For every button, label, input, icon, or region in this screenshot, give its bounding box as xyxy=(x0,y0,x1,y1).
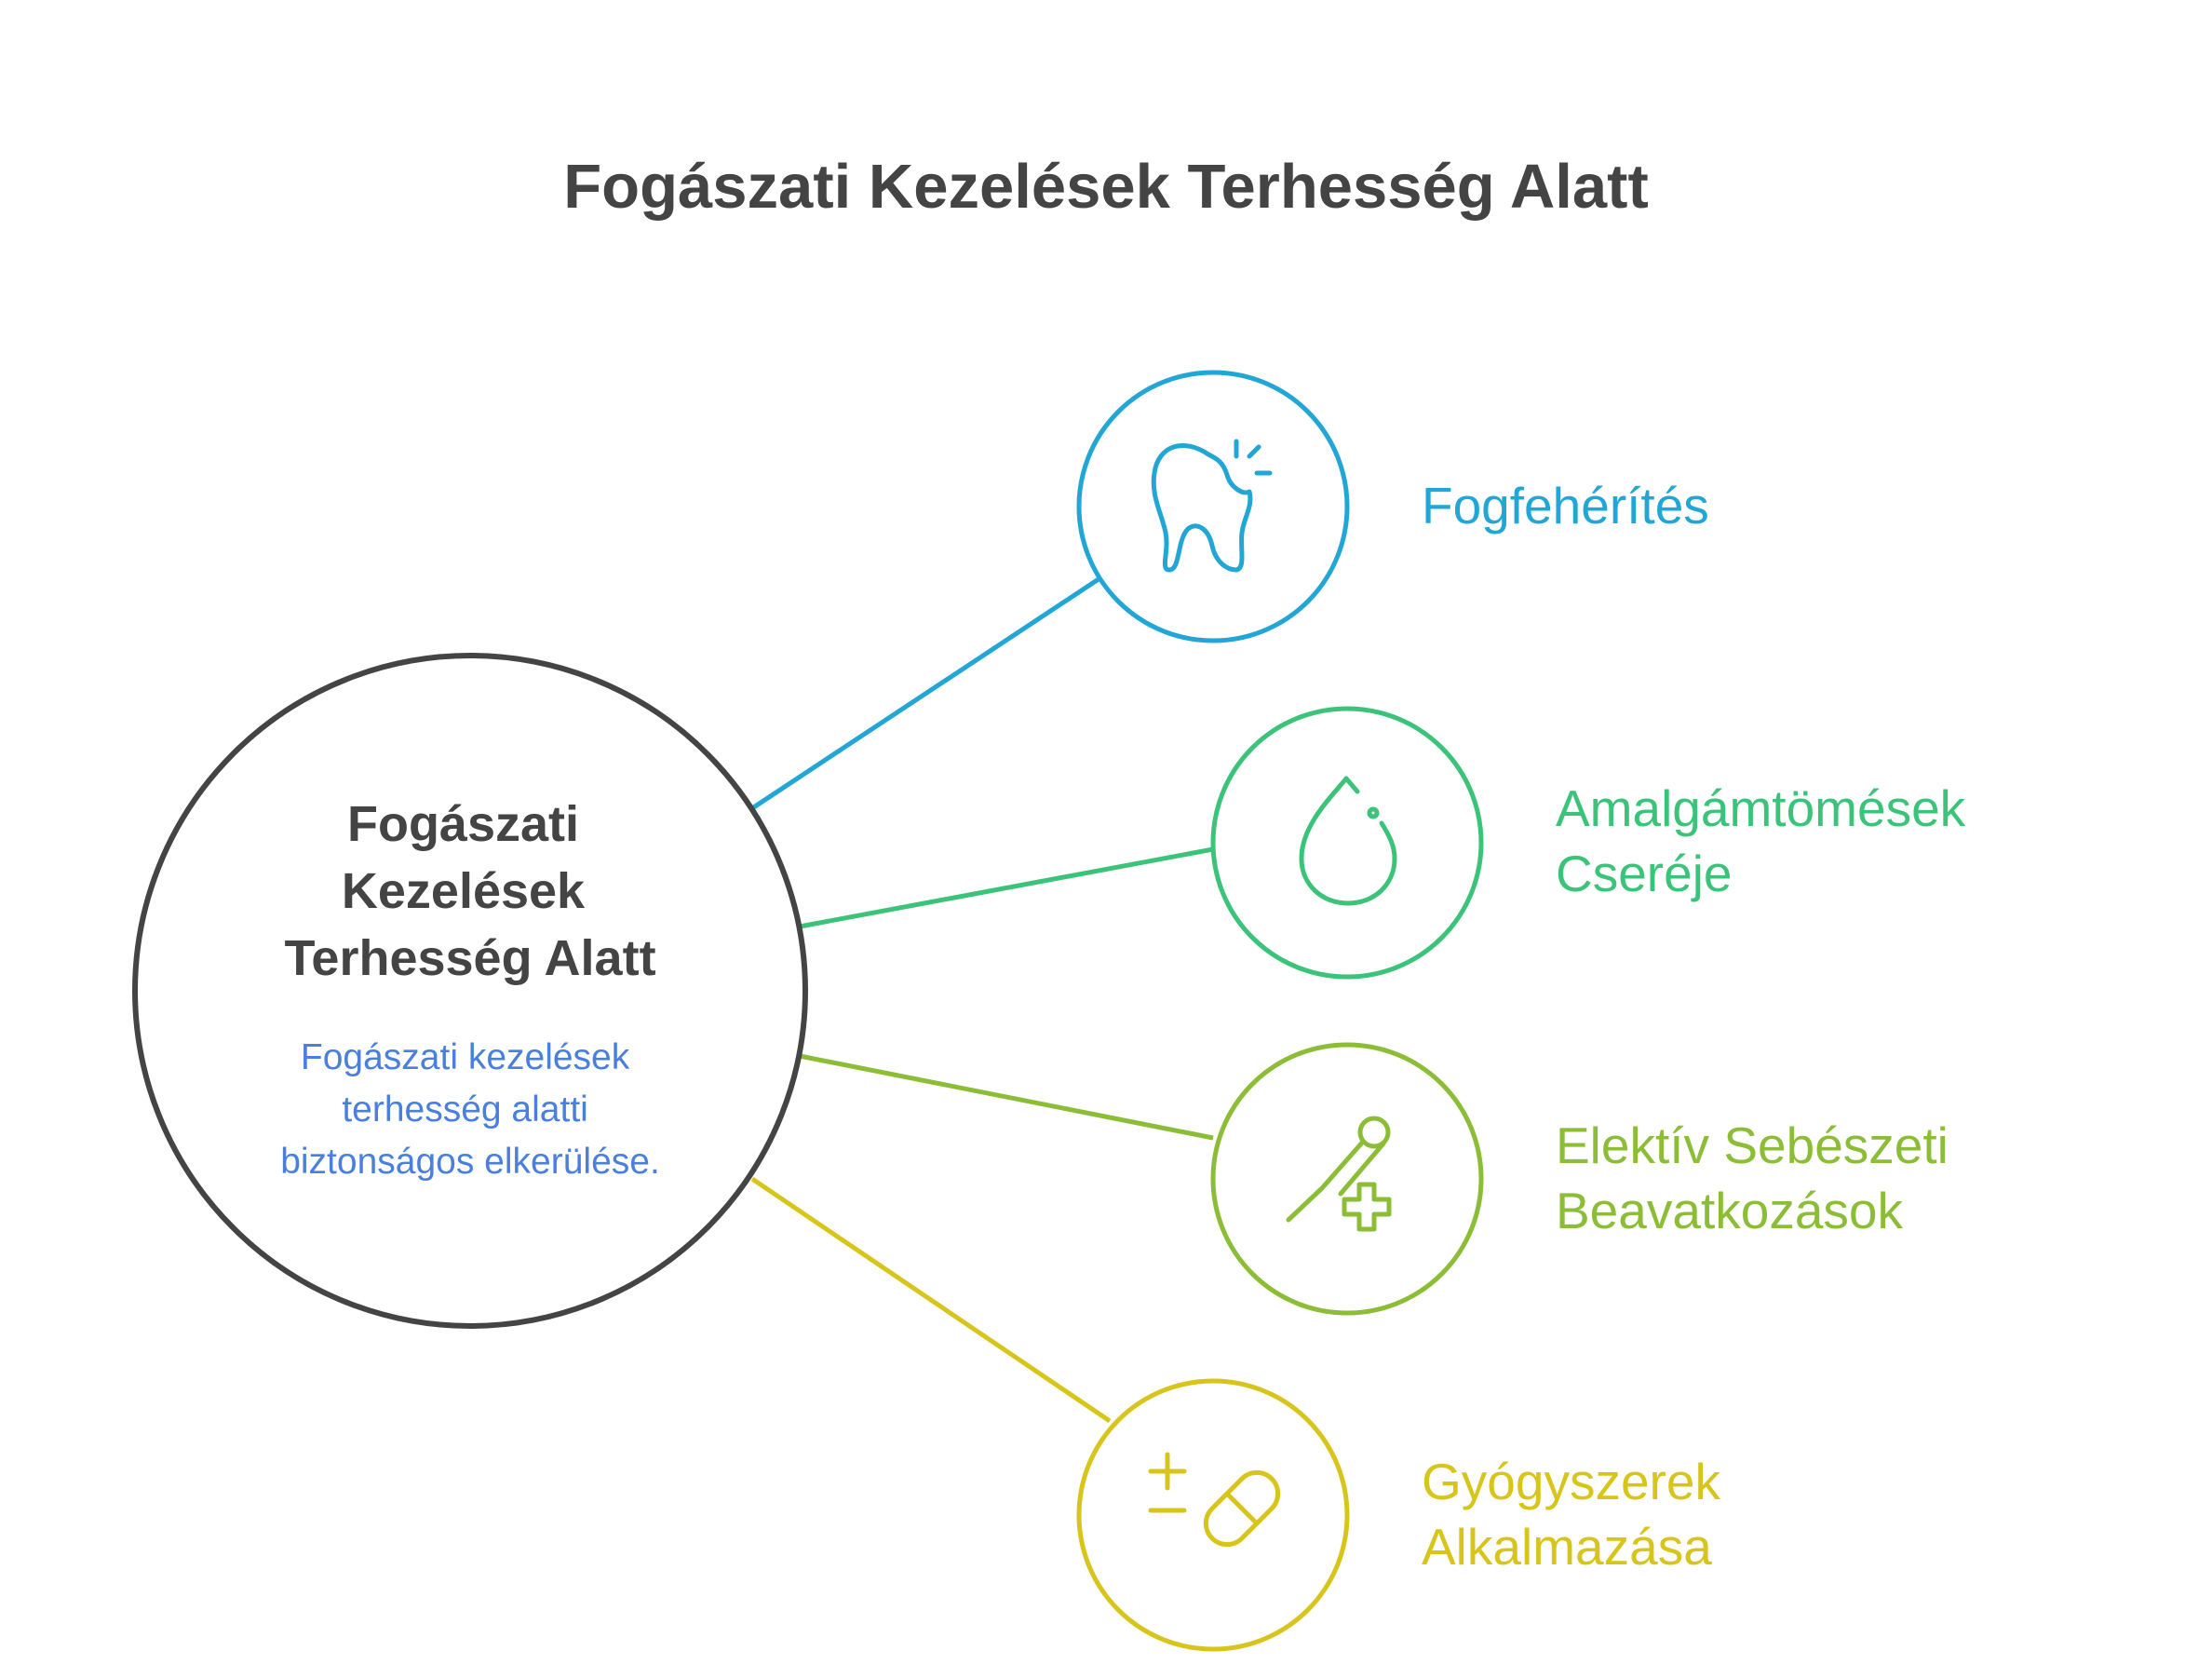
hub-description-line: biztonságos elkerülése. xyxy=(280,1142,660,1182)
branch-label-line: Fogfehérítés xyxy=(1422,477,1709,535)
hub-node: Fogászati Kezelések Terhesség Alatt Fogá… xyxy=(132,653,808,1329)
branch-label-line: Beavatkozások xyxy=(1556,1182,1903,1239)
tooth-sparkle-icon xyxy=(1151,439,1273,573)
branch-node-3: Elektív Sebészeti Beavatkozások xyxy=(1210,1042,1962,1316)
hub-title-line: Fogászati xyxy=(347,796,579,852)
branch-node-2: Amalgámtömések Cseréje xyxy=(1210,706,1979,980)
branch-circle-3 xyxy=(1210,1042,1484,1316)
branch-label-2: Amalgámtömések Cseréje xyxy=(1556,779,1979,902)
thermometer-plus-icon xyxy=(1286,1116,1392,1232)
hub-circle xyxy=(132,653,808,1329)
connector-line-4 xyxy=(750,1176,1112,1424)
hub-title-line: Terhesség Alatt xyxy=(284,930,655,986)
branch-label-line: Elektív Sebészeti xyxy=(1556,1116,1949,1174)
connector-line-2 xyxy=(799,846,1214,929)
connector-line-3 xyxy=(799,1053,1214,1141)
branch-circle-4 xyxy=(1076,1378,1350,1652)
branch-label-line: Cseréje xyxy=(1556,845,1733,902)
branch-label-line: Gyógyszerek xyxy=(1422,1453,1720,1510)
branch-node-1: Fogfehérítés xyxy=(1076,370,1709,643)
hub-title-line: Kezelések xyxy=(342,863,586,919)
hub-description: Fogászati kezelések terhesség alatti biz… xyxy=(280,1037,660,1182)
hub-description-line: Fogászati kezelések xyxy=(301,1037,630,1077)
branch-label-1: Fogfehérítés xyxy=(1422,477,1709,535)
branch-label-4: Gyógyszerek Alkalmazása xyxy=(1422,1453,1734,1576)
hub-title: Fogászati Kezelések Terhesség Alatt xyxy=(284,796,655,986)
branch-label-3: Elektív Sebészeti Beavatkozások xyxy=(1556,1116,1962,1239)
connector-line-1 xyxy=(750,575,1103,811)
branch-circle-2 xyxy=(1210,706,1484,980)
pill-plus-minus-icon xyxy=(1148,1452,1281,1548)
branch-circle-1 xyxy=(1076,370,1350,643)
hub-description-line: terhesség alatti xyxy=(342,1089,588,1130)
drop-icon xyxy=(1299,776,1397,906)
branch-node-4: Gyógyszerek Alkalmazása xyxy=(1076,1378,1734,1652)
branch-label-line: Alkalmazása xyxy=(1422,1518,1712,1576)
branch-label-line: Amalgámtömések xyxy=(1556,779,1966,837)
page-title: Fogászati Kezelések Terhesség Alatt xyxy=(563,152,1649,222)
